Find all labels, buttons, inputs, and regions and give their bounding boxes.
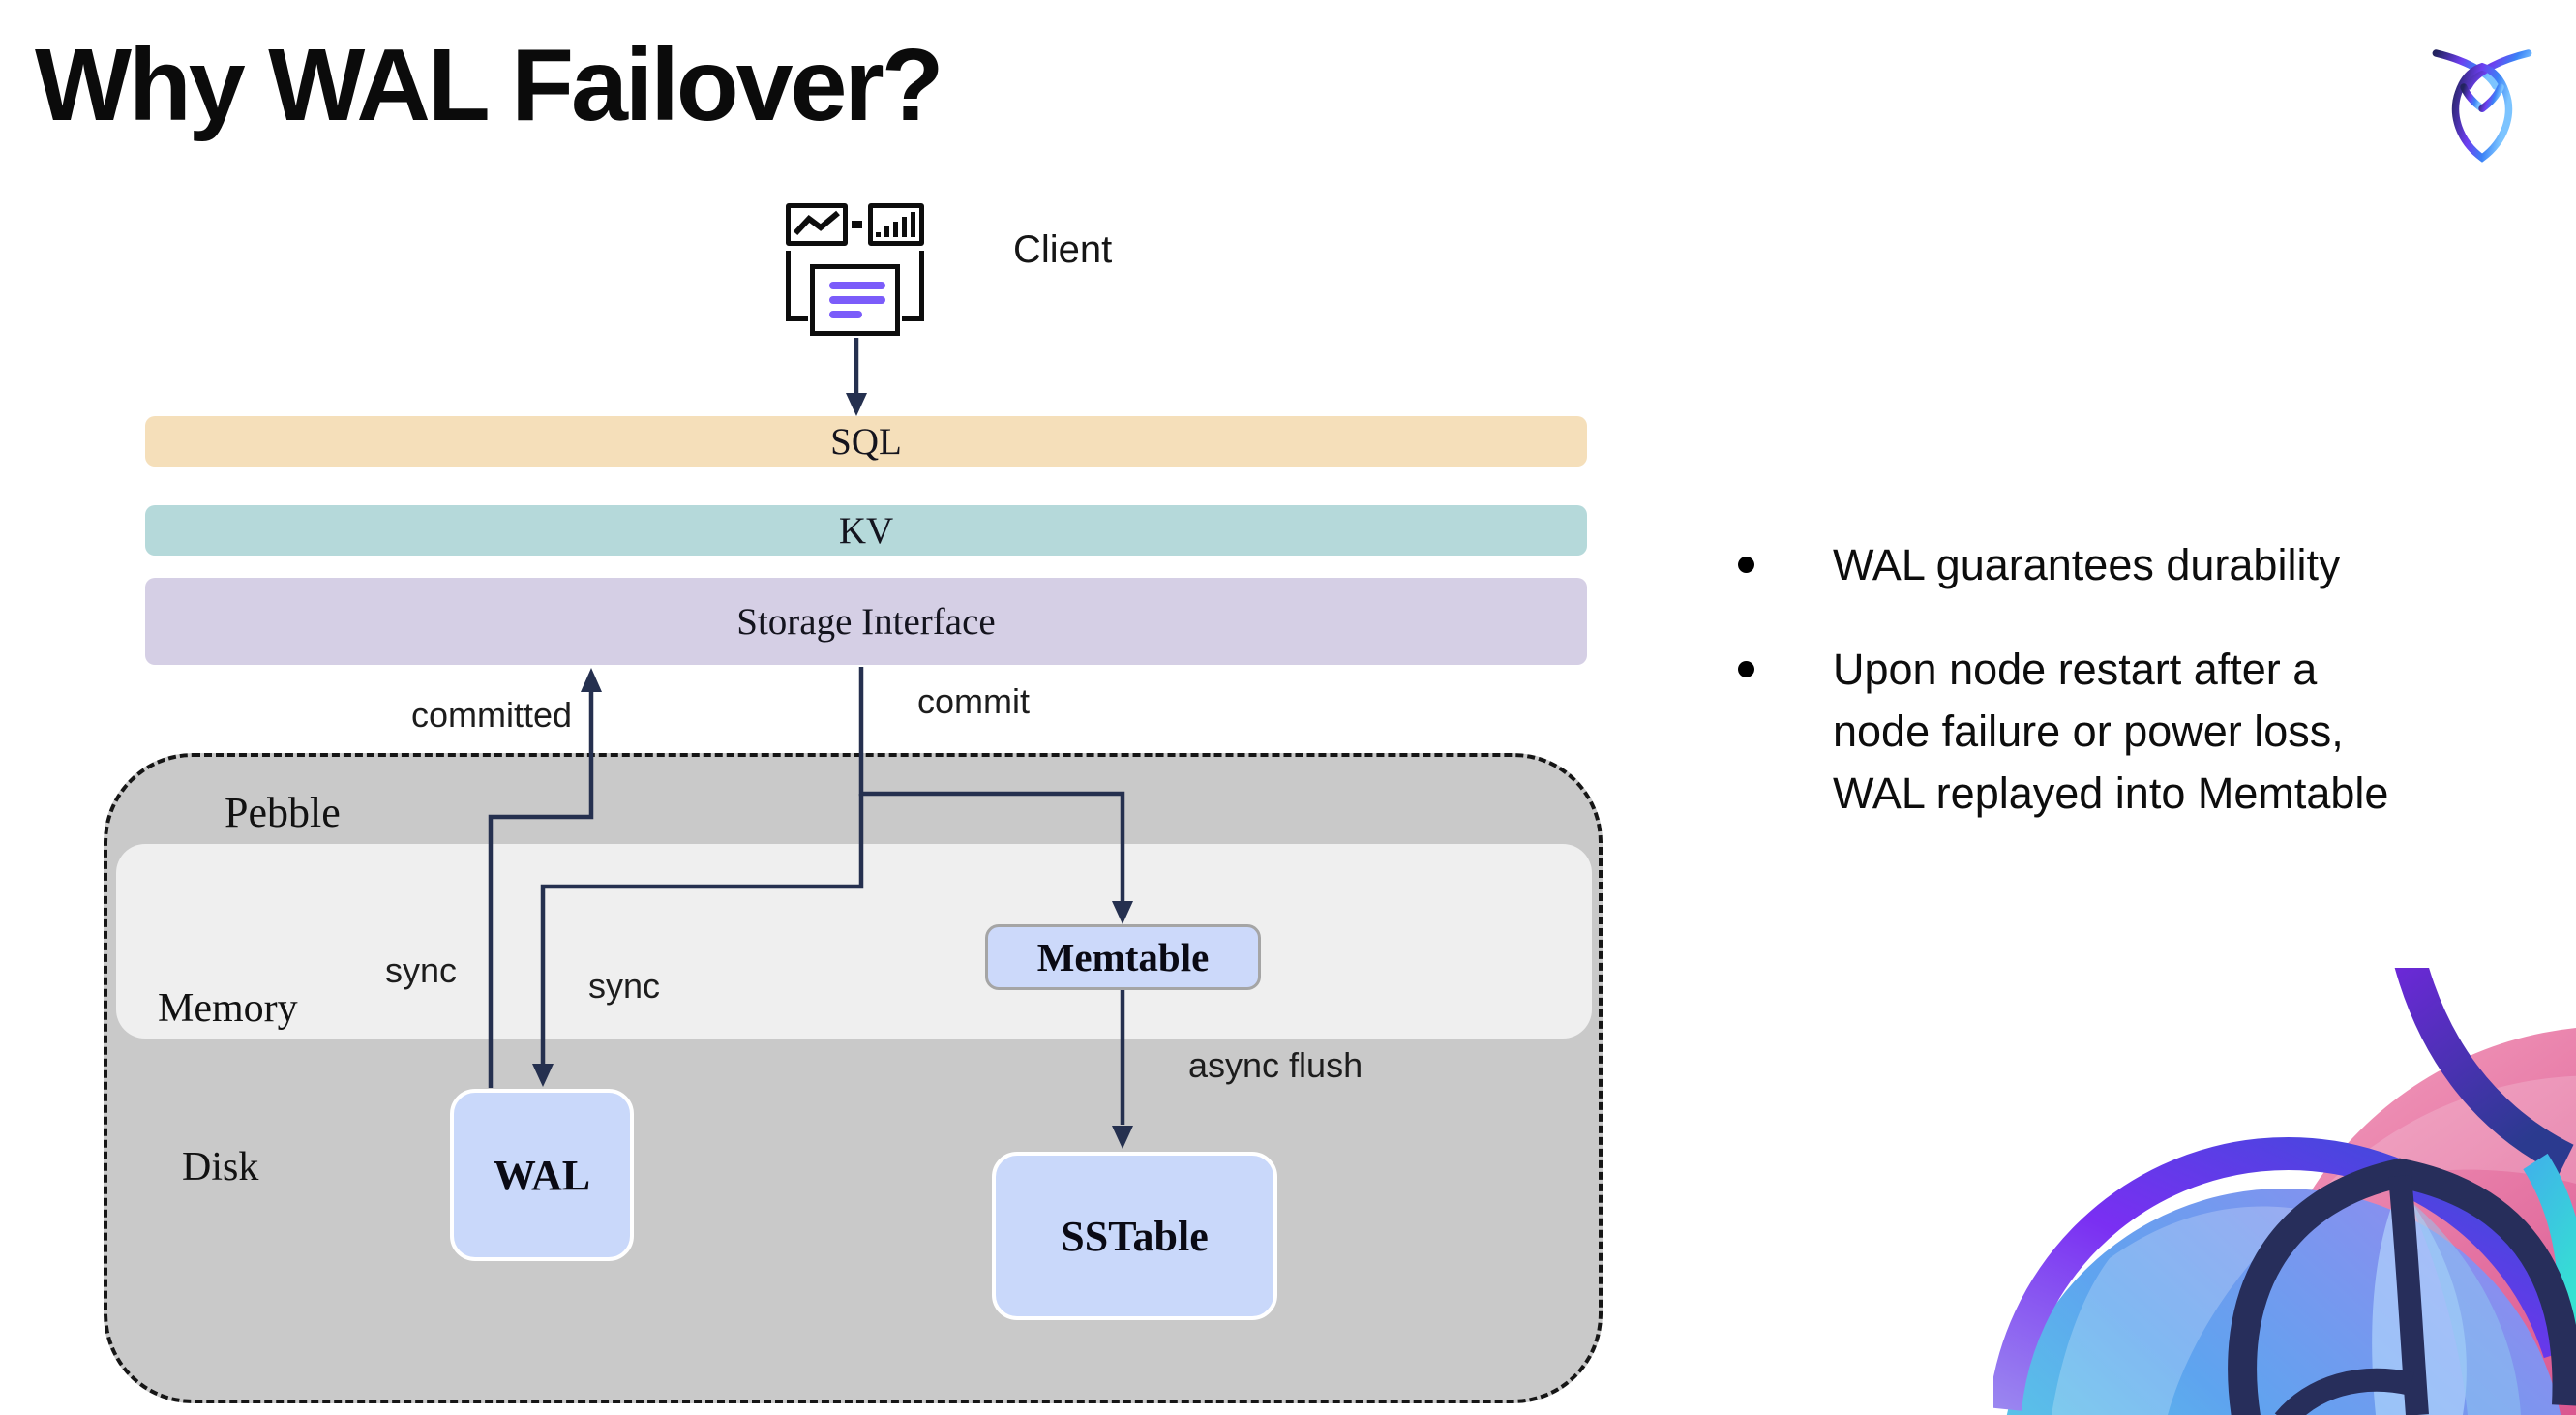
client-icon: [786, 203, 931, 339]
left-bracket-icon: [786, 316, 808, 321]
doc-text-line: [829, 296, 885, 304]
pebble-label: Pebble: [225, 789, 341, 836]
layer-sql: SQL: [145, 416, 1587, 467]
dash-connector: [852, 221, 862, 228]
arrowhead: [846, 393, 867, 416]
layer-kv: KV: [145, 505, 1587, 556]
memtable-node-label: Memtable: [1036, 935, 1210, 979]
bullet-dot: [1738, 661, 1754, 677]
bar-chart-icon: [868, 203, 924, 246]
commit-label: commit: [917, 681, 1030, 721]
doc-text-line: [829, 282, 885, 289]
layer-kv-label: KV: [838, 509, 894, 552]
sstable-node: SSTable: [992, 1152, 1277, 1320]
bullet-item: WAL guarantees durability: [1730, 534, 2572, 596]
decorative-cockroach-art: [1993, 968, 2576, 1415]
client-label: Client: [1013, 228, 1113, 271]
sstable-node-label: SSTable: [1061, 1212, 1209, 1260]
memory-band: [116, 844, 1592, 1039]
async-flush-label: async flush: [1188, 1045, 1363, 1085]
arrowhead: [581, 668, 602, 692]
layer-storage-label: Storage Interface: [736, 600, 996, 643]
page-title: Why WAL Failover?: [35, 28, 944, 142]
wal-node-label: WAL: [493, 1151, 591, 1199]
layer-sql-label: SQL: [830, 420, 902, 463]
bullet-dot: [1738, 557, 1754, 573]
committed-label: committed: [411, 695, 573, 735]
memtable-node: Memtable: [985, 924, 1261, 990]
document-icon: [810, 264, 900, 336]
bullet-text: Upon node restart after a node failure o…: [1833, 645, 2389, 818]
bullet-list: WAL guarantees durability Upon node rest…: [1730, 534, 2572, 825]
right-bracket-icon: [902, 316, 924, 321]
sync-label-left: sync: [385, 950, 458, 990]
disk-label: Disk: [182, 1145, 259, 1189]
right-bracket-icon: [919, 251, 924, 321]
wal-node: WAL: [450, 1089, 634, 1261]
doc-text-line: [829, 311, 862, 318]
line-chart-icon: [786, 203, 848, 246]
memory-label: Memory: [158, 986, 298, 1031]
cockroachdb-logo-icon: [2432, 49, 2532, 163]
left-bracket-icon: [786, 251, 791, 321]
layer-storage-interface: Storage Interface: [145, 578, 1587, 665]
bullet-text: WAL guarantees durability: [1833, 540, 2341, 589]
sync-label-right: sync: [588, 966, 661, 1006]
bullet-item: Upon node restart after a node failure o…: [1730, 639, 2572, 825]
